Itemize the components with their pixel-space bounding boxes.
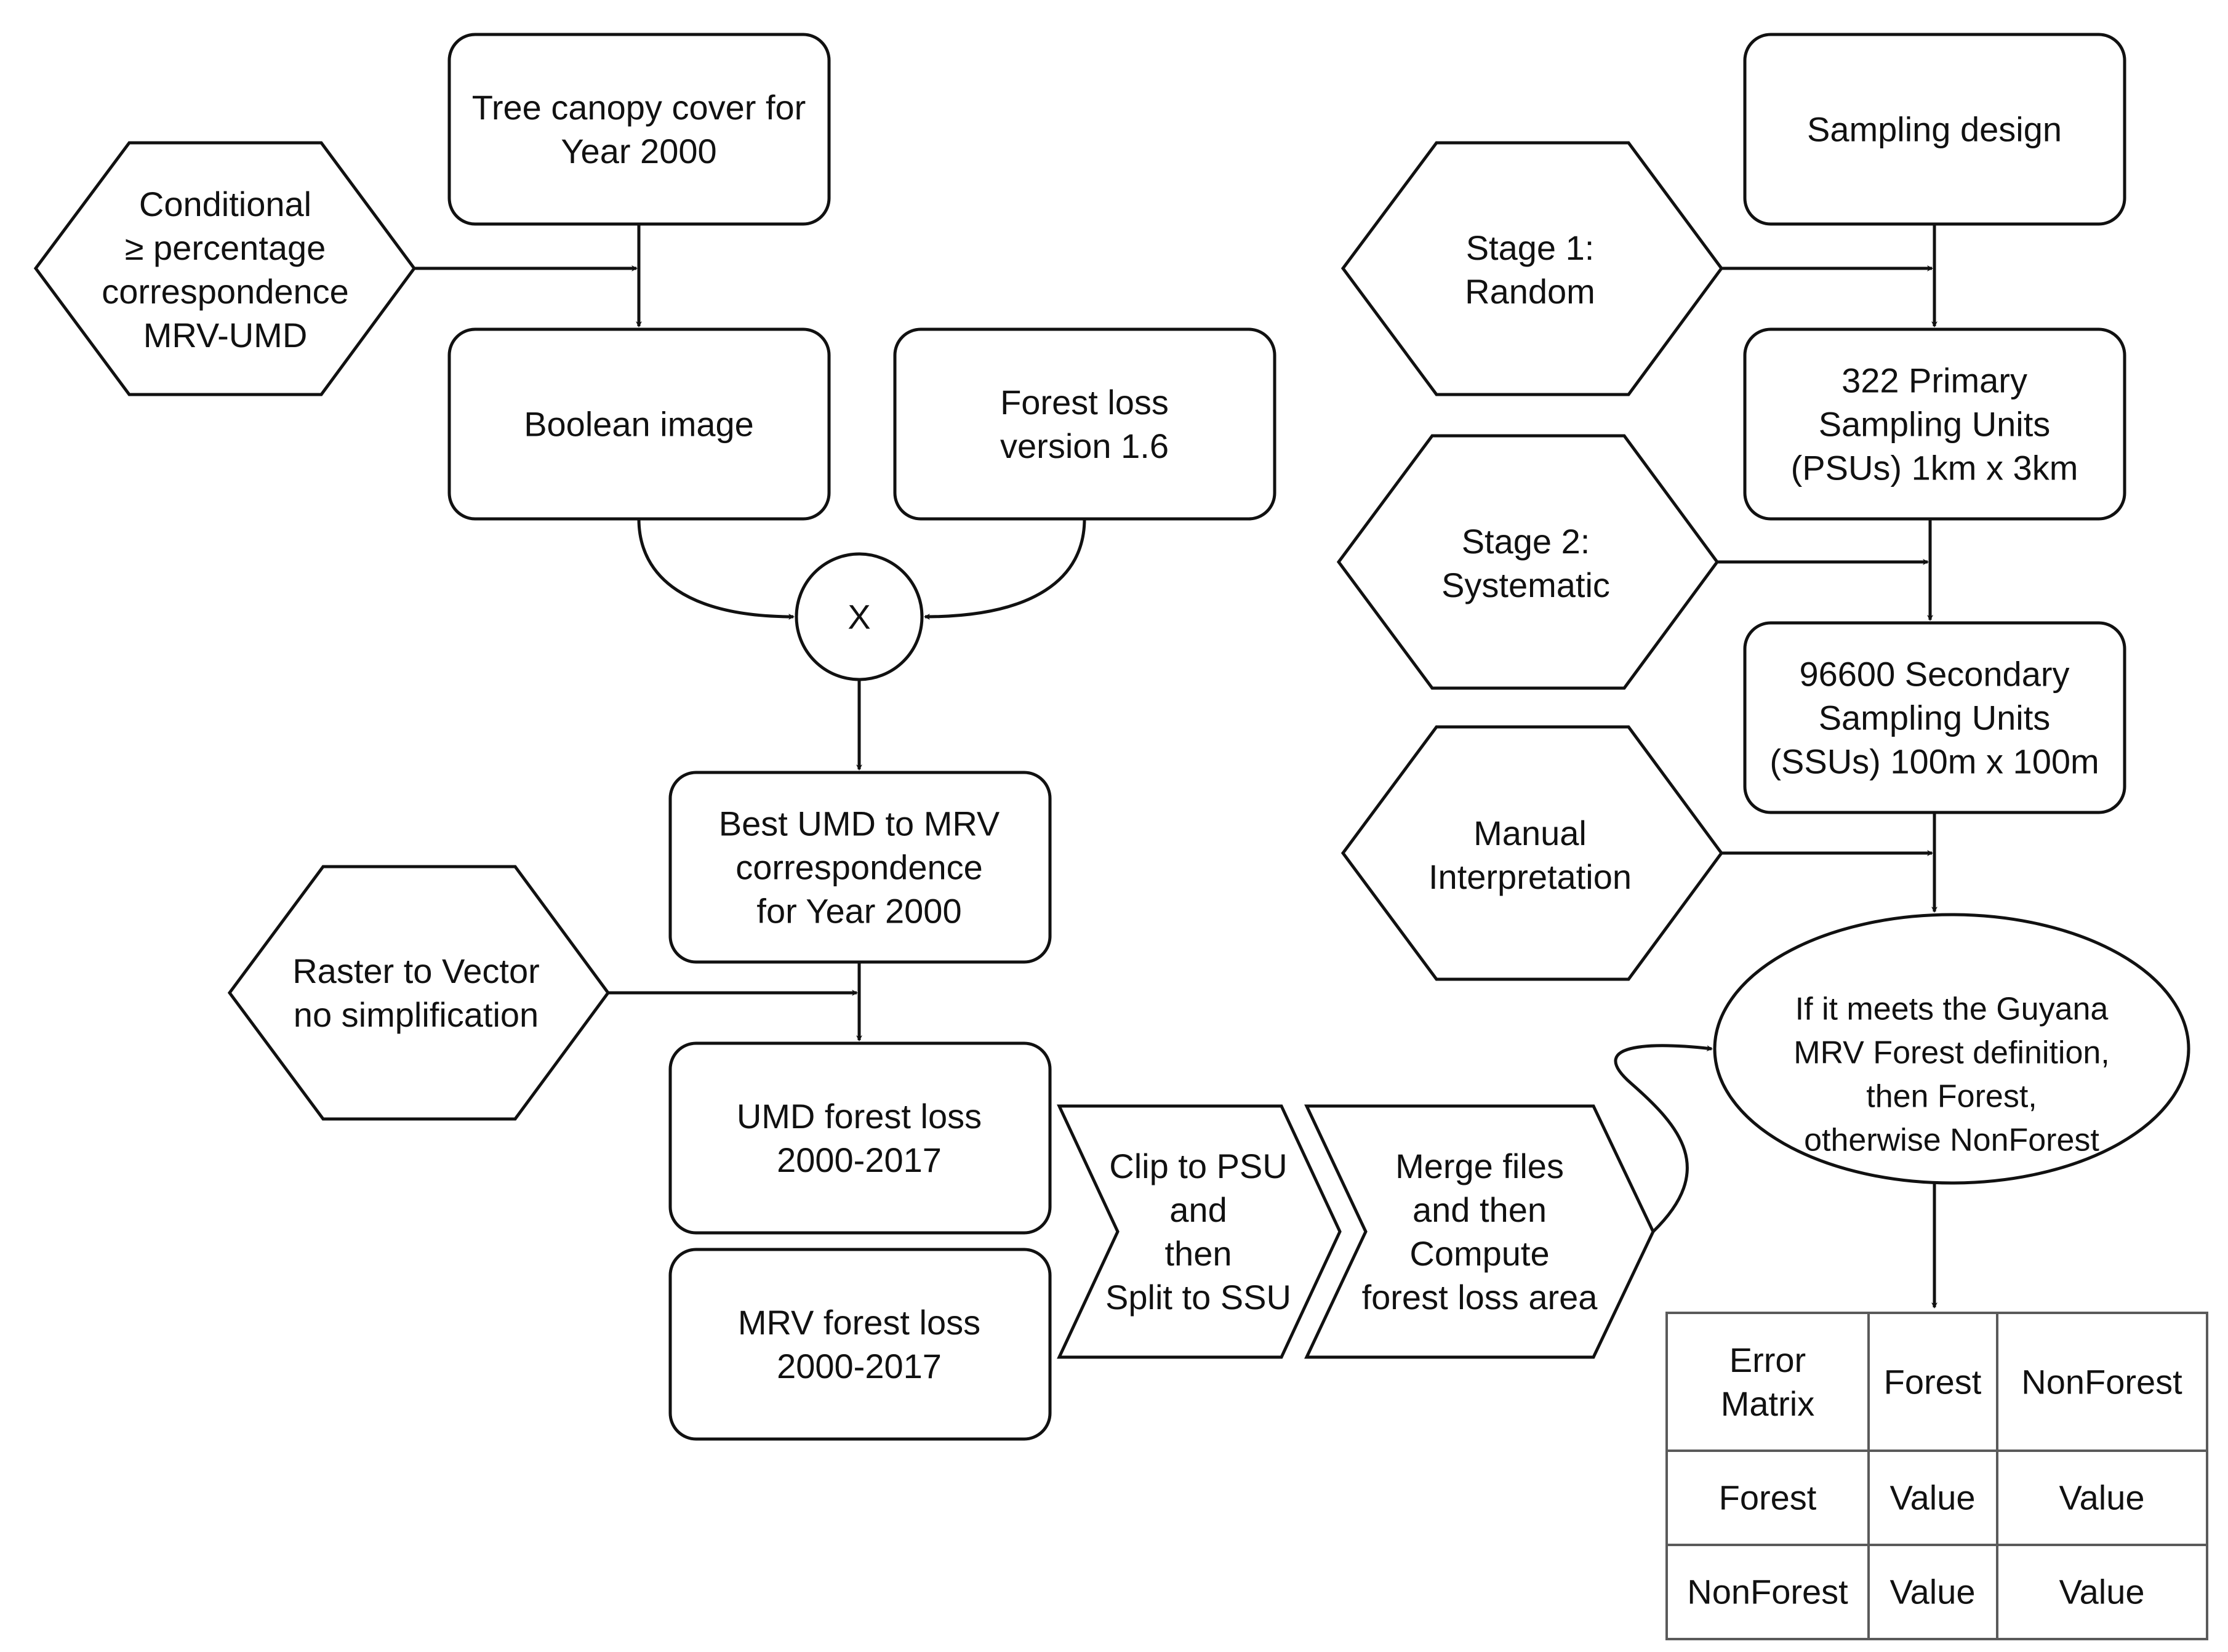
- multiply-label: X: [848, 598, 870, 636]
- matrix-cell: Value: [1889, 1478, 1975, 1517]
- mrv-forest-loss-box: [668, 1248, 1052, 1441]
- merge-step-chevron: [1304, 1104, 1655, 1359]
- matrix-cell: Value: [1889, 1573, 1975, 1611]
- sampling-design-label: Sampling design: [1807, 110, 2062, 149]
- error-matrix-table: [1665, 1312, 2208, 1640]
- stage2-hexagon: [1336, 434, 1720, 690]
- stage2-label: Stage 2:Systematic: [1441, 522, 1610, 604]
- matrix-cell: Value: [2059, 1573, 2144, 1611]
- forest-loss-box: [893, 327, 1276, 521]
- stage1-hexagon: [1340, 141, 1724, 396]
- boolean-image-label: Boolean image: [524, 405, 754, 444]
- edge-boolean-to-multiply: [637, 518, 795, 620]
- forest-definition-ellipse: [1713, 913, 2190, 1185]
- psu-box: [1743, 327, 2126, 521]
- matrix-cell: NonForest: [1687, 1573, 1848, 1611]
- umd-forest-loss-box: [668, 1041, 1052, 1235]
- raster-vector-hexagon: [227, 865, 611, 1121]
- edge-forestloss-to-multiply: [924, 518, 1086, 620]
- tree-canopy-box: [447, 33, 831, 226]
- clip-step-chevron: [1057, 1104, 1342, 1359]
- edge-merge-to-ellipse: [1614, 1044, 1713, 1233]
- matrix-header-cell: Forest: [1884, 1363, 1982, 1401]
- conditional-hexagon: [33, 141, 417, 396]
- stage1-label: Stage 1:Random: [1465, 228, 1595, 311]
- manual-hexagon: [1340, 725, 1724, 981]
- matrix-cell: Forest: [1719, 1478, 1817, 1517]
- matrix-cell: Value: [2059, 1478, 2144, 1517]
- matrix-header-cell: NonForest: [2021, 1363, 2182, 1401]
